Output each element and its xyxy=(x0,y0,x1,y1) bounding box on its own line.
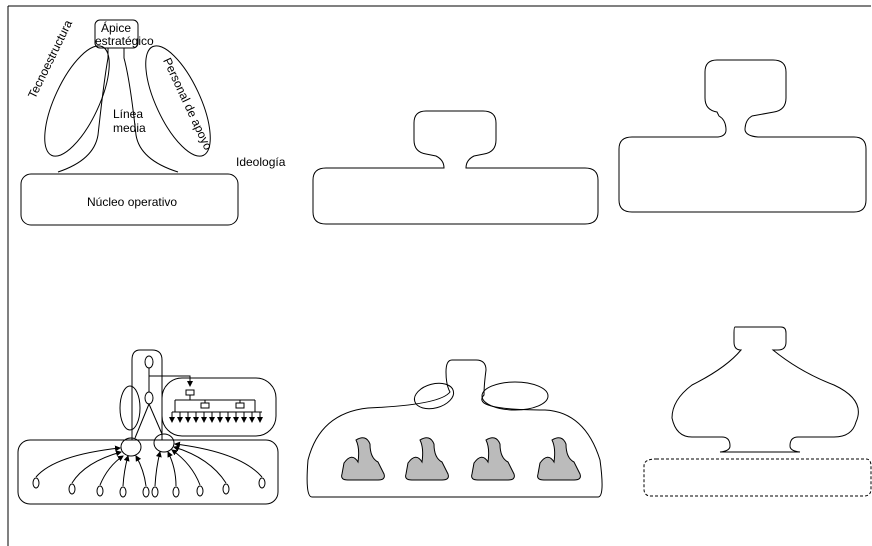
label-apex: Ápice xyxy=(101,21,132,35)
manager-right xyxy=(153,433,175,453)
strategic-apex-box xyxy=(94,19,139,49)
detailed-structure xyxy=(17,349,279,505)
entrepreneurial-shape xyxy=(312,110,599,225)
manager-left xyxy=(120,437,142,457)
label-operating-core: Núcleo operativo xyxy=(87,195,178,209)
ceo-node xyxy=(144,355,154,369)
top-shape xyxy=(671,326,859,453)
basic-structure xyxy=(20,19,239,226)
technostructure-ellipse xyxy=(44,45,110,157)
middle-line-right xyxy=(123,48,179,173)
support-staff-ellipse xyxy=(145,45,211,157)
label-ideology: Ideología xyxy=(236,155,286,169)
techno-ellipse xyxy=(119,385,141,431)
adhocracy-structure xyxy=(643,326,872,497)
core-outline xyxy=(17,439,279,505)
professional-pods xyxy=(341,437,581,481)
pod-4 xyxy=(537,437,581,481)
left-staff-ellipse xyxy=(413,382,455,410)
machine-shape xyxy=(618,59,867,213)
support-outline xyxy=(161,377,277,437)
ops-arrows xyxy=(169,412,263,423)
label-middle-line-2: media xyxy=(113,121,146,135)
pod-1 xyxy=(341,437,385,481)
professional-structure xyxy=(306,359,603,498)
apex-outline xyxy=(131,349,163,441)
operating-core-box xyxy=(20,173,239,226)
supervision-arrows xyxy=(35,441,263,487)
pod-2 xyxy=(405,437,449,481)
mid-node xyxy=(144,391,154,405)
bottom-dashed-shape xyxy=(643,458,872,497)
pod-3 xyxy=(471,437,515,481)
middle-line-left xyxy=(57,48,109,173)
right-staff-ellipse xyxy=(481,381,549,411)
label-middle-line-1: Línea xyxy=(113,107,144,121)
operator-nodes xyxy=(32,477,266,498)
label-apex-2: estratégico xyxy=(95,34,154,48)
